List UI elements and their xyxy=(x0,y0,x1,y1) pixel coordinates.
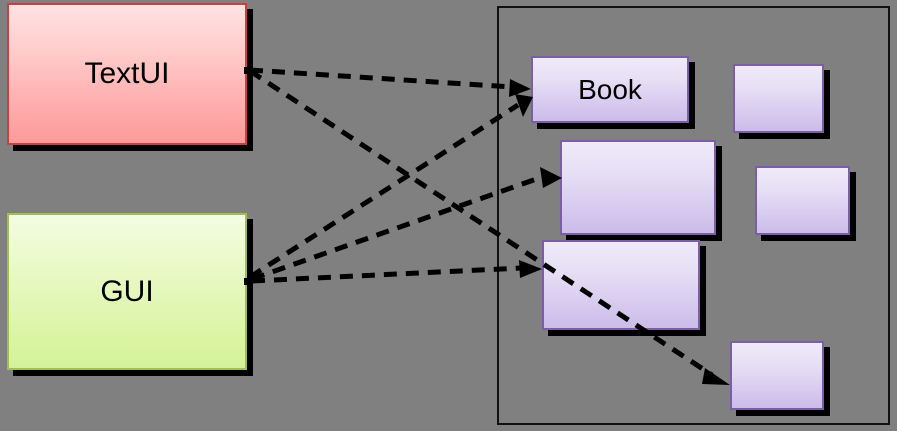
node-entity-2[interactable] xyxy=(560,140,716,235)
connection-textui-to-entity-3 xyxy=(248,68,730,385)
anchor-dot-textui xyxy=(244,67,251,74)
connection-gui-to-entity-2 xyxy=(251,167,562,282)
node-entity-6[interactable] xyxy=(730,341,824,410)
node-textui[interactable]: TextUI xyxy=(7,3,247,145)
connection-textui-to-book xyxy=(249,67,531,97)
model-package-container xyxy=(497,6,890,425)
node-entity-4[interactable] xyxy=(733,64,824,133)
anchor-dot-gui xyxy=(244,278,251,285)
connection-gui-to-book xyxy=(248,94,533,280)
connection-gui-to-entity-3 xyxy=(251,260,542,284)
node-entity-5[interactable] xyxy=(755,166,850,235)
